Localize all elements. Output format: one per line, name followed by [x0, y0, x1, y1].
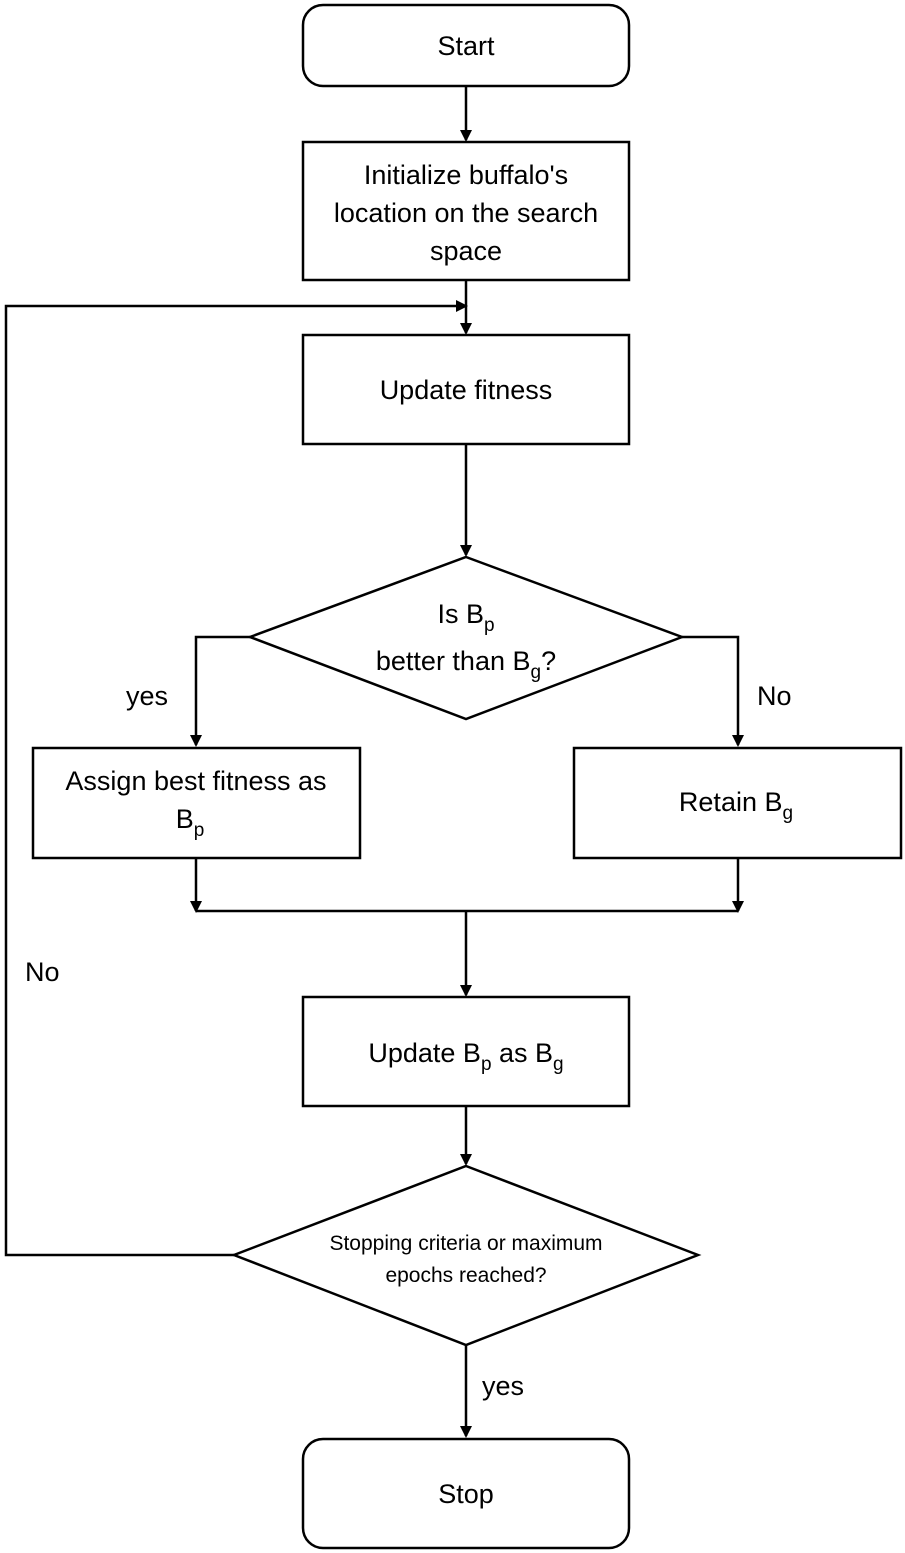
compare-decision-node: Is Bp better than Bg? [246, 555, 686, 721]
assign-best-line1: Assign best fitness as [65, 766, 326, 796]
retain-node: Retain Bg [572, 746, 903, 860]
update-fitness-label: Update fitness [380, 375, 553, 405]
edge-label-no-right: No [757, 681, 792, 711]
start-node: Start [301, 3, 631, 88]
connectors [4, 86, 744, 1438]
stop-decision-line1: Stopping criteria or maximum [329, 1232, 602, 1255]
initialize-node: Initialize buffalo's location on the sea… [301, 140, 631, 282]
stop-decision-node: Stopping criteria or maximum epochs reac… [230, 1164, 702, 1347]
initialize-label-line1: Initialize buffalo's [364, 160, 568, 190]
assign-best-node: Assign best fitness as Bp [31, 746, 362, 860]
stop-node: Stop [301, 1437, 631, 1550]
stop-decision-line2: epochs reached? [385, 1264, 546, 1287]
compare-decision-line2: better than Bg? [376, 646, 556, 683]
edge-decision-yes-branch [190, 635, 250, 747]
initialize-label-line2: location on the search [334, 198, 598, 228]
update-bp-node: Update Bp as Bg [301, 995, 631, 1108]
edge-label-no-loop: No [25, 957, 60, 987]
assign-best-line2: Bp [176, 804, 205, 841]
edge-label-yes-left: yes [126, 681, 168, 711]
update-bp-label: Update Bp as Bg [368, 1038, 563, 1075]
edge-loop-back-no [4, 300, 468, 1257]
edge-decision-no-branch [682, 635, 744, 747]
compare-decision-line1: Is Bp [437, 599, 494, 636]
initialize-label-line3: space [430, 236, 502, 266]
retain-label: Retain Bg [679, 787, 793, 824]
stop-label: Stop [438, 1479, 494, 1509]
edge-label-yes-bottom: yes [482, 1371, 524, 1401]
update-fitness-node: Update fitness [301, 333, 631, 446]
start-label: Start [437, 31, 495, 61]
